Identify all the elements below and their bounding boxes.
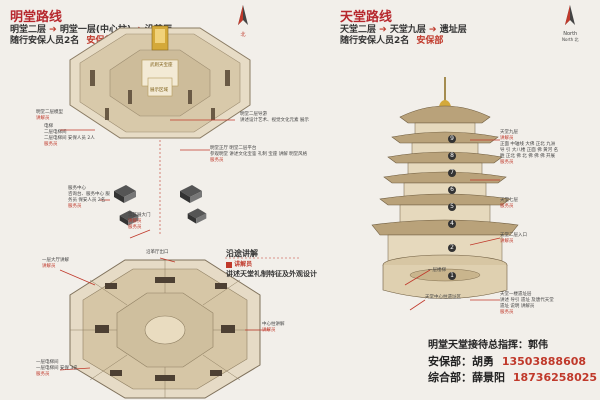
arrow-icon: ➔ xyxy=(49,25,57,35)
label-main-hall: 明堂正厅 明堂二层平台 参观明堂 讲述文化宝鉴 礼制 宝座 讲解 明堂风格 服务… xyxy=(210,146,308,163)
label-second-entry: 天堂二层入口 讲解员 xyxy=(500,233,527,244)
escort-text: 随行安保人员2名 xyxy=(340,36,410,46)
floor-number-badge: 7 xyxy=(448,169,456,177)
label-history-exit: 沿革厅出口 xyxy=(146,250,169,255)
label-column-ruins: 天堂中心柱遗址区 xyxy=(425,295,461,300)
escort-dept: 安保部 xyxy=(416,36,444,46)
floor-number-badge: 9 xyxy=(448,135,456,143)
label-seventh-floor: 天堂七层 服务员 xyxy=(500,198,518,209)
right-title: 天堂路线 xyxy=(340,10,393,25)
annot-text: 讲述天堂礼制特征及外观设计 xyxy=(226,270,317,278)
label-floor1-elevator: 一层电梯间 一层电梯间 安保 3名 服务员 xyxy=(36,360,78,377)
booth-icon xyxy=(119,210,139,226)
escort-text: 随行安保人员2名 xyxy=(10,36,80,46)
arrow-icon: ➔ xyxy=(379,25,387,35)
compass-left: 北 xyxy=(237,5,249,38)
floor-number-badge: 6 xyxy=(448,186,456,194)
label-center-column: 中心柱讲解 讲解员 xyxy=(262,322,285,333)
lower-connectors xyxy=(59,257,300,371)
compass-needle-icon xyxy=(565,5,576,25)
mingtang-floor1-plan xyxy=(69,259,261,399)
annot-tag: 讲解员 xyxy=(226,259,317,268)
right-escort: 随行安保人员2名 安保部 xyxy=(340,33,443,46)
floor-number-badge: 4 xyxy=(448,220,456,228)
general-line: 综合部：薛景阳 18736258025 xyxy=(428,371,598,384)
right-route: 天堂二层 ➔ 天堂九层 ➔ 遗址层 xyxy=(340,22,467,35)
label-ruins-floor: 天堂一楼遗址层 讲述 导引 遗址 及唐代天堂遗址 说明 讲解员 服务员 xyxy=(500,292,554,315)
gate-icon-left xyxy=(180,185,202,203)
route2-b: 天堂九层 xyxy=(389,25,426,35)
arrow-icon: ➔ xyxy=(429,25,437,35)
floor-number-badge: 8 xyxy=(448,152,456,160)
gate-icon-right xyxy=(187,208,207,224)
label-ninth-floor: 天堂九层 讲解员 正面 中轴线 大佛 正北 九洲 导 引 大八楼 正面 佛 黄河… xyxy=(500,130,559,165)
mingtang-floor2-model xyxy=(69,25,251,139)
route2-a: 天堂二层 xyxy=(340,25,377,35)
label-first-stairs: 一层楼梯 xyxy=(428,268,446,273)
service-desk-icon xyxy=(114,185,136,203)
floor-number-badge: 2 xyxy=(448,244,456,252)
label-service-center: 服务中心 咨询台、服务中心 服务员 保安人员 2名 服务员 xyxy=(68,186,110,209)
label-ticket-gate: 票区展大门 讲解员 服务员 xyxy=(128,213,151,230)
contact-title: 明堂天堂接待总指挥：郭伟 xyxy=(428,340,548,351)
annot-title: 沿途讲解 xyxy=(226,249,258,258)
route1-a: 明堂二层 xyxy=(10,25,47,35)
contact-block: 明堂天堂接待总指挥：郭伟 安保部：胡勇 13503888608 综合部：薛景阳 … xyxy=(428,338,598,386)
compass-right: North North 北 xyxy=(562,5,578,43)
label-floor2-guide: 明堂二层导游 讲述设计艺术、视觉文化元素 展示 xyxy=(240,112,309,123)
security-line: 安保部：胡勇 13503888608 xyxy=(428,355,587,368)
floor-number-badge: 5 xyxy=(448,203,456,211)
floor-number-badge: 1 xyxy=(448,272,456,280)
compass-needle-icon xyxy=(238,5,248,25)
label-floor1-hall: 一层大厅讲解 讲解员 xyxy=(42,258,69,269)
label-floor2-model: 明堂二层模型 讲解员 xyxy=(36,110,63,121)
route2-c: 遗址层 xyxy=(439,25,467,35)
label-elevator: 电梯 xyxy=(44,124,53,129)
model-center-label2: 展示区域 xyxy=(150,88,168,93)
model-center-label: 武则天宝座 xyxy=(150,63,173,68)
mid-connectors xyxy=(60,119,235,239)
floor-numbers: 9 8 7 6 5 4 2 1 xyxy=(437,135,467,280)
route1-b: 明堂一层(中心柱) xyxy=(59,25,132,35)
narration-annotation: 沿途讲解 讲解员 讲述天堂礼制特征及外观设计 xyxy=(226,248,317,279)
label-floor2-elevator: 二层电梯间 二层电梯间 安保人员 2人 服务员 xyxy=(44,130,95,147)
left-title: 明堂路线 xyxy=(10,10,63,25)
